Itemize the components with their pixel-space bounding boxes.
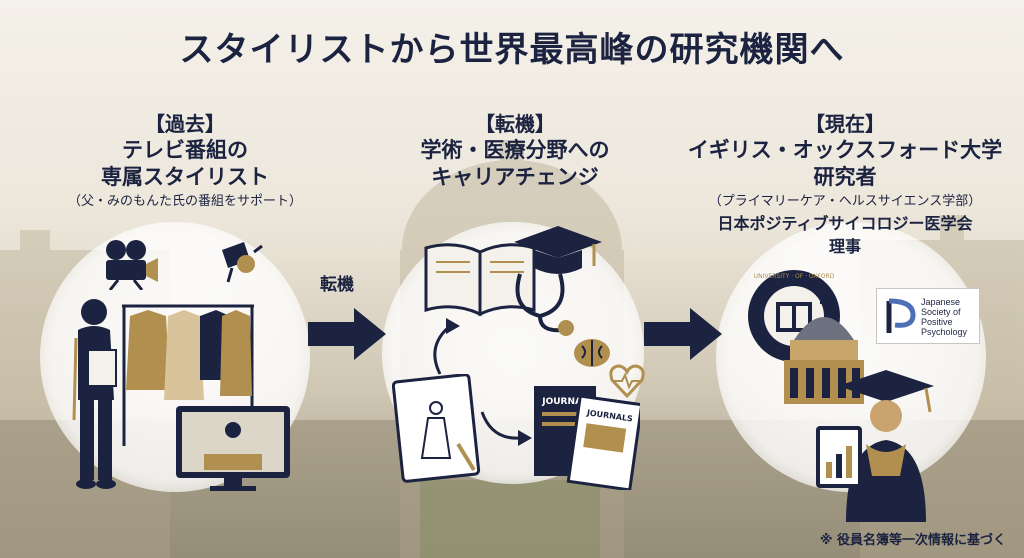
page-title: スタイリストから世界最高峰の研究機関へ (179, 30, 845, 70)
turning-arrow-label: 転機 (320, 275, 354, 295)
turning-heading-line1: 学術・医療分野への (420, 138, 610, 162)
present-dept: （プライマリーケア・ヘルスサイエンス学部） (708, 194, 982, 209)
stethoscope-icon (515, 273, 574, 336)
curved-arrow-right-icon (480, 411, 532, 446)
arrow-right-icon (644, 308, 722, 360)
curved-arrow-up-icon (433, 318, 460, 375)
footnote: ※ 役員名簿等一次情報に基づく (819, 533, 1006, 548)
jsp-logo-icon (886, 298, 916, 333)
past-heading-line2: 専属スタイリスト (101, 165, 269, 189)
present-tag: 【現在】 (805, 112, 885, 136)
past-heading-line1: テレビ番組の (122, 138, 248, 162)
jsp-logo-card: Japanese Society of Positive Psychology (876, 288, 980, 344)
brain-icon (574, 339, 610, 367)
graduation-cap-icon (514, 226, 602, 274)
arrow-right-icon (308, 308, 386, 360)
open-book-icon (424, 243, 536, 317)
clothing-rack-icon (122, 304, 254, 446)
present-role-line1: 日本ポジティブサイコロジー医学会 (717, 214, 973, 233)
stylist-woman-icon (72, 299, 117, 489)
turning-section: 【転機】 学術・医療分野への キャリアチェンジ (355, 108, 675, 191)
turning-heading-line2: キャリアチェンジ (431, 165, 599, 189)
present-heading-line2: 研究者 (813, 165, 877, 189)
turning-tag: 【転機】 (475, 112, 555, 136)
tv-monitor-icon (176, 406, 290, 491)
past-section: 【過去】 テレビ番組の 専属スタイリスト （父・みのもんた氏の番組をサポート） (20, 108, 350, 212)
past-tag: 【過去】 (145, 112, 225, 136)
oxford-seal-text: UNIVERSITY · OF · OXFORD (754, 273, 835, 280)
jsp-logo-text: Japanese Society of Positive Psychology (921, 297, 968, 337)
film-camera-icon (106, 240, 158, 290)
radcliffe-camera-icon (784, 292, 864, 404)
spotlight-icon (222, 242, 263, 283)
journal-label: JOURNAL (541, 397, 588, 407)
sketchbook-icon (392, 374, 481, 483)
present-role-line2: 理事 (828, 237, 861, 256)
heart-pulse-icon (609, 364, 645, 398)
past-subtext: （父・みのもんた氏の番組をサポート） (67, 194, 302, 209)
journal-icon: JOURNAL JOURNALS (534, 386, 640, 490)
graduate-researcher-icon (816, 370, 934, 522)
present-heading-line1: イギリス・オックスフォード大学 (687, 138, 1003, 162)
present-section: 【現在】 イギリス・オックスフォード大学 研究者 （プライマリーケア・ヘルスサイ… (680, 108, 1010, 258)
